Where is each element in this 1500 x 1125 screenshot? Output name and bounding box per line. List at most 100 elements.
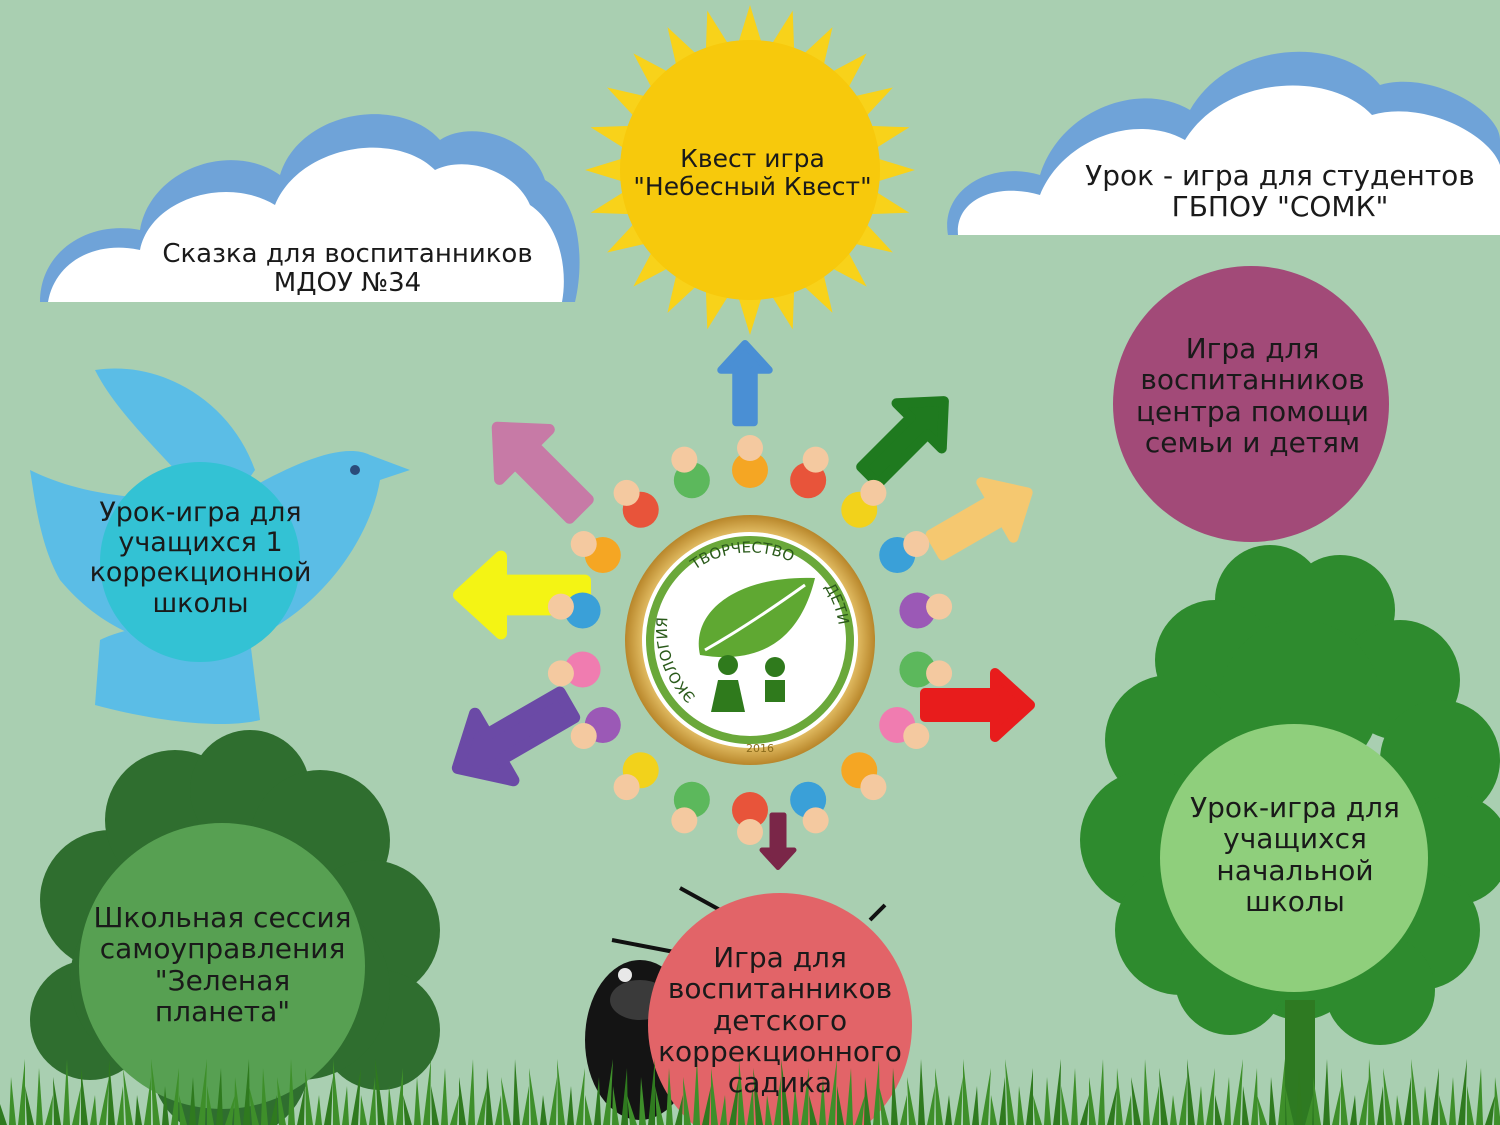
grass-blade: [216, 1068, 223, 1125]
sun-ray: [590, 125, 630, 149]
arrow-downleft-purple: [451, 686, 581, 787]
grass-blade: [468, 1059, 475, 1125]
sun-label: Квест игра"Небесный Квест": [610, 145, 895, 201]
child-figure: [564, 651, 601, 688]
child-head: [613, 479, 640, 506]
grass-blade: [1383, 1068, 1393, 1125]
grass-blade: [540, 1095, 547, 1125]
grass-blade: [1233, 1059, 1243, 1125]
red-label-line: Игра для: [713, 941, 847, 974]
arrow-upleft-pink: [491, 421, 594, 524]
grass-blade: [1296, 1068, 1303, 1125]
grass-blade: [179, 1095, 187, 1125]
grass-blade: [855, 1095, 865, 1125]
grass-blade: [1404, 1077, 1411, 1125]
child-head: [547, 660, 574, 687]
red-label-line: детского: [712, 1003, 848, 1037]
grass-blade: [954, 1077, 963, 1125]
grass-blade: [288, 1059, 295, 1125]
grass-blade: [1350, 1095, 1357, 1125]
grass-blade: [1305, 1095, 1313, 1125]
grass-blade: [864, 1077, 871, 1125]
grass-blade: [738, 1059, 745, 1125]
grass-blade: [522, 1086, 529, 1125]
grass-blade: [90, 1095, 97, 1125]
grass-blade: [423, 1059, 431, 1125]
grass-blade: [693, 1059, 700, 1125]
grass-blade: [1098, 1059, 1105, 1125]
grass-blade: [123, 1068, 133, 1125]
grass-blade: [108, 1059, 115, 1125]
grass-blade: [1467, 1086, 1474, 1125]
arrow-right-peach: [925, 477, 1033, 561]
cloud-left-label-line: МДОУ №34: [273, 268, 422, 299]
grass-blade: [557, 1059, 565, 1125]
grass-blade: [403, 1095, 412, 1125]
grass-blade: [1476, 1068, 1483, 1125]
grass-blade: [576, 1068, 585, 1125]
grass-blade: [207, 1086, 214, 1125]
light-green-circle: [1160, 724, 1428, 992]
sun-ray: [771, 290, 795, 330]
grass-blade: [1439, 1095, 1447, 1125]
grass-blade: [1449, 1077, 1456, 1125]
grass-blade: [891, 1068, 898, 1125]
grass-blade: [753, 1068, 763, 1125]
grass-blade: [441, 1068, 448, 1125]
grass-blade: [1017, 1086, 1024, 1125]
grass-blade: [1278, 1059, 1285, 1125]
grass-blade: [963, 1059, 970, 1125]
green-label-line: "Зеленая: [154, 963, 291, 997]
magenta-label-line: воспитанников: [1140, 363, 1365, 397]
grass-blade: [639, 1077, 646, 1125]
child-figure: [732, 452, 768, 488]
grass-blade: [1257, 1095, 1267, 1125]
grass-blade: [135, 1095, 142, 1125]
grass-blade: [529, 1068, 538, 1125]
child-head: [737, 819, 763, 845]
grass-blade: [431, 1086, 439, 1125]
grass-blade: [729, 1077, 739, 1125]
grass-blade: [45, 1095, 53, 1125]
grass-blade: [162, 1086, 169, 1125]
grass-blade: [117, 1086, 124, 1125]
green-label-line: Школьная сессия: [93, 901, 352, 934]
grass-blade: [846, 1068, 853, 1125]
emblem-year: 2016: [746, 742, 774, 755]
sun-ray: [585, 158, 623, 182]
cloud-left-label-line: Сказка для воспитанников: [162, 239, 533, 269]
grass-blade: [809, 1095, 817, 1125]
grass-blade: [873, 1059, 880, 1125]
grass-blade: [594, 1077, 601, 1125]
child-head: [860, 774, 887, 801]
grass-blade: [1071, 1068, 1078, 1125]
grass-blade: [63, 1059, 70, 1125]
grass-blade: [918, 1059, 925, 1125]
grass-blade: [627, 1095, 637, 1125]
grass-blade: [25, 1086, 34, 1125]
grass-blade: [1242, 1086, 1249, 1125]
grass-blade: [53, 1077, 61, 1125]
grass-blade: [666, 1068, 673, 1125]
sun: [585, 5, 915, 335]
grass-blade: [1411, 1059, 1420, 1125]
grass-blade: [1187, 1059, 1195, 1125]
grass-blade: [774, 1077, 781, 1125]
grass-blade: [621, 1068, 628, 1125]
sun-label-line: "Небесный Квест": [633, 172, 872, 201]
grass-blade: [945, 1095, 952, 1125]
light-green-label-line: начальной: [1216, 853, 1374, 887]
grass-blade: [900, 1095, 907, 1125]
child-head: [570, 531, 597, 557]
grass-blade: [1485, 1095, 1495, 1125]
grass-blade: [501, 1077, 511, 1125]
grass-blade: [477, 1086, 487, 1125]
grass-blade: [837, 1086, 844, 1125]
grass-blade: [1125, 1095, 1132, 1125]
grass-blade: [1313, 1077, 1321, 1125]
red-label-line: коррекционного: [658, 1035, 902, 1069]
